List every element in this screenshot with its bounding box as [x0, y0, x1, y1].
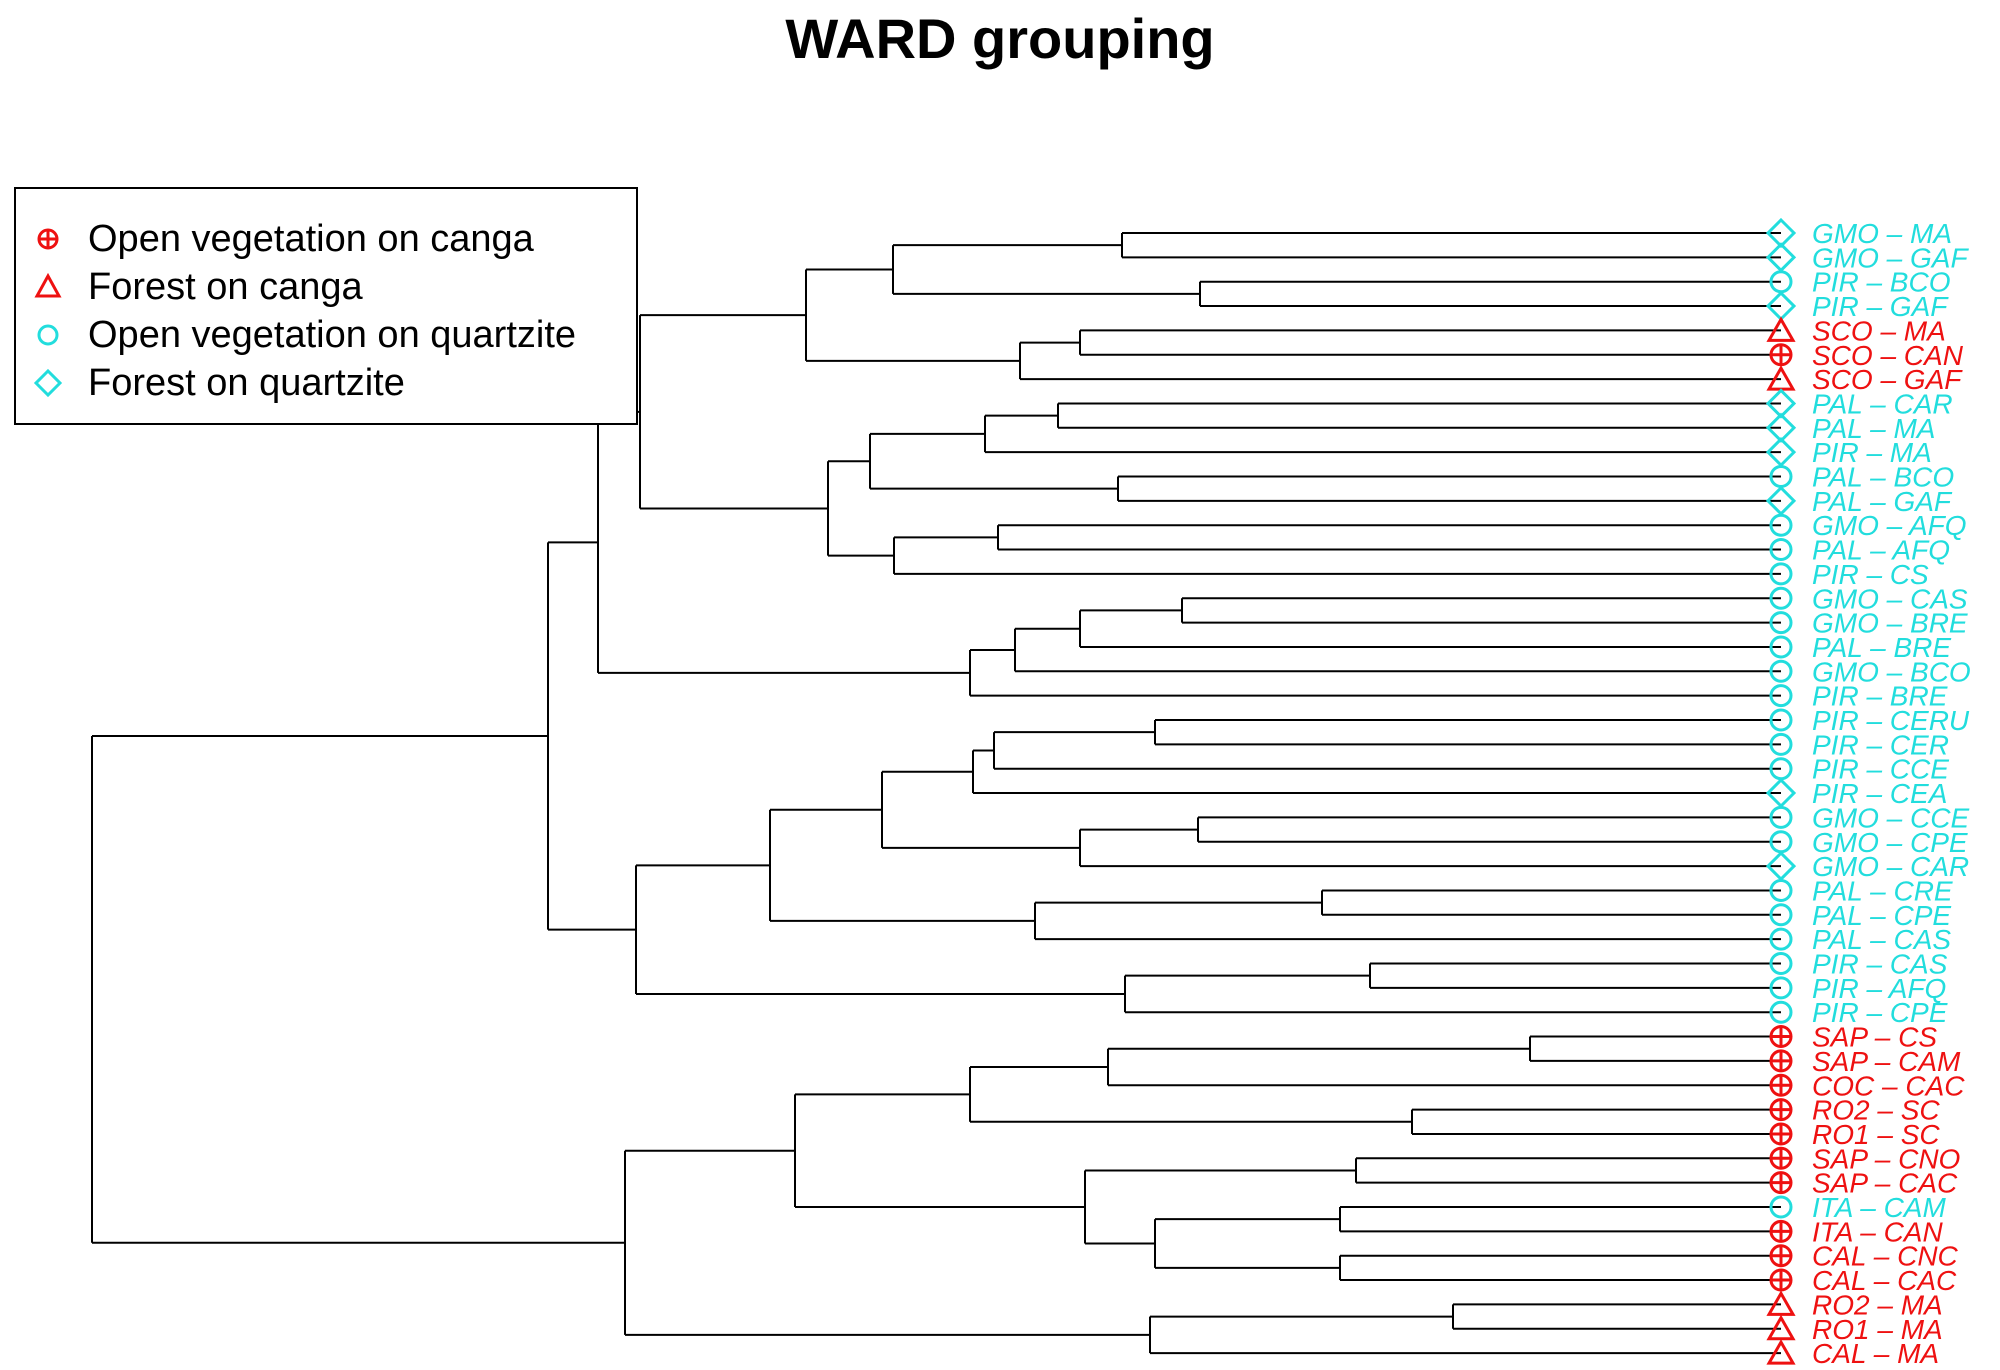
circle-plus-icon [1769, 1171, 1793, 1195]
circle-plus-icon [1769, 1049, 1793, 1073]
leaf-label: SCO – MA [1812, 315, 1946, 346]
circle-icon [1769, 732, 1793, 756]
circle-plus-icon [1769, 1098, 1793, 1122]
leaf-label: CAL – CNC [1812, 1241, 1959, 1272]
leaf-label: GMO – CCE [1812, 802, 1969, 833]
triangle-icon [1766, 1314, 1796, 1341]
leaf-label: PIR – CAS [1812, 949, 1948, 980]
triangle-icon [1766, 1290, 1796, 1316]
circle-icon [37, 324, 59, 346]
leaf-label: GMO – CAS [1812, 583, 1968, 614]
leaf-label: GMO – BRE [1812, 608, 1968, 639]
legend-item-open-canga: Open vegetation on canga [16, 219, 636, 259]
circle-icon [1769, 538, 1793, 562]
leaf-label: CAL – CAC [1812, 1265, 1957, 1296]
leaf-label: RO1 – MA [1812, 1314, 1943, 1345]
legend-item-open-quartzite: Open vegetation on quartzite [16, 315, 636, 355]
leaf-label: PIR – CCE [1812, 754, 1949, 785]
leaf-label: GMO – CAR [1812, 851, 1969, 882]
leaf-label: RO2 – SC [1812, 1095, 1940, 1126]
leaf-label: ITA – CAN [1812, 1216, 1943, 1247]
leaf-label: PAL – BCO [1812, 462, 1954, 493]
triangle-icon [1766, 1339, 1796, 1365]
triangle-icon [34, 272, 62, 298]
leaf-label: SAP – CAC [1812, 1168, 1958, 1199]
legend-item-forest-canga: Forest on canga [16, 267, 636, 307]
legend-item-forest-quartzite: Forest on quartzite [16, 363, 636, 403]
leaf-label: PAL – CPE [1812, 900, 1951, 931]
leaf-label: GMO – MA [1812, 218, 1952, 249]
leaf-label: PIR – BRE [1812, 681, 1948, 712]
legend-label: Forest on quartzite [88, 362, 405, 404]
leaf-label: PIR – MA [1812, 437, 1932, 468]
circle-icon [1769, 927, 1793, 951]
leaf-label: SCO – CAN [1812, 340, 1964, 371]
leaf-label: ITA – CAM [1812, 1192, 1946, 1223]
leaf-label: PAL – MA [1812, 413, 1935, 444]
leaf-label: PAL – AFQ [1812, 535, 1950, 566]
chart-title: WARD grouping [785, 7, 1215, 70]
leaf-label: PIR – AFQ [1812, 973, 1946, 1004]
leaf-label: SAP – CS [1812, 1022, 1937, 1053]
circle-icon [1769, 635, 1793, 659]
circle-icon [1769, 1195, 1793, 1219]
leaf-label: GMO – GAF [1812, 242, 1969, 273]
leaf-label: PAL – GAF [1812, 486, 1953, 517]
leaf-label: PIR – CEA [1812, 778, 1947, 809]
circle-icon [1769, 586, 1793, 610]
circle-icon [1769, 611, 1793, 635]
circle-icon [1769, 952, 1793, 975]
leaf-label: GMO – AFQ [1812, 510, 1967, 541]
circle-icon [1769, 903, 1793, 927]
leaf-label: PIR – CPE [1812, 997, 1948, 1028]
leaf-label: PAL – CAS [1812, 924, 1951, 955]
circle-icon [1769, 513, 1793, 537]
leaf-label: PIR – CERU [1812, 705, 1970, 736]
circle-icon [1769, 805, 1793, 829]
leaf-label: SAP – CNO [1812, 1143, 1960, 1174]
leaf-label: PAL – CAR [1812, 388, 1953, 419]
leaf-label: RO2 – MA [1812, 1289, 1943, 1320]
circle-icon [1769, 684, 1793, 708]
diamond-icon [33, 368, 63, 398]
circle-icon [1769, 708, 1793, 732]
triangle-icon [1766, 316, 1796, 342]
leaf-label: PIR – CS [1812, 559, 1929, 590]
circle-plus-icon [1769, 1244, 1793, 1268]
circle-plus-icon [1769, 1122, 1793, 1146]
leaf-label: CAL – MA [1812, 1338, 1939, 1369]
leaf-label: PIR – CER [1812, 729, 1949, 760]
circle-icon [1769, 878, 1793, 902]
legend-label: Forest on canga [88, 266, 363, 308]
circle-icon [1769, 976, 1793, 1000]
leaf-label: GMO – BCO [1812, 656, 1971, 687]
leaf-label: PIR – BCO [1812, 267, 1950, 298]
circle-plus-icon [1769, 1073, 1793, 1097]
dendrogram-branches [91, 232, 1781, 1355]
leaf-label: RO1 – SC [1812, 1119, 1940, 1150]
leaf-label: SAP – CAM [1812, 1046, 1961, 1077]
circle-plus-icon [1769, 1219, 1793, 1243]
legend-label: Open vegetation on canga [88, 218, 534, 260]
circle-plus-icon [1769, 1268, 1793, 1292]
leaf-label: SCO – GAF [1812, 364, 1963, 395]
circle-plus-icon [1769, 1146, 1793, 1170]
circle-plus-icon [1769, 343, 1793, 367]
leaf-label: PAL – CRE [1812, 875, 1953, 906]
leaf-label: PIR – GAF [1812, 291, 1949, 322]
legend: Open vegetation on canga Forest on canga… [14, 187, 638, 425]
leaf-label: COC – CAC [1812, 1070, 1965, 1101]
leaf-label: PAL – BRE [1812, 632, 1951, 663]
circle-icon [1769, 562, 1793, 586]
legend-label: Open vegetation on quartzite [88, 314, 577, 356]
circle-plus-icon [1769, 1025, 1793, 1049]
leaf-label: GMO – CPE [1812, 827, 1968, 858]
circle-icon [1769, 1000, 1793, 1024]
circle-icon [1769, 659, 1793, 683]
circle-plus-icon [37, 228, 59, 250]
